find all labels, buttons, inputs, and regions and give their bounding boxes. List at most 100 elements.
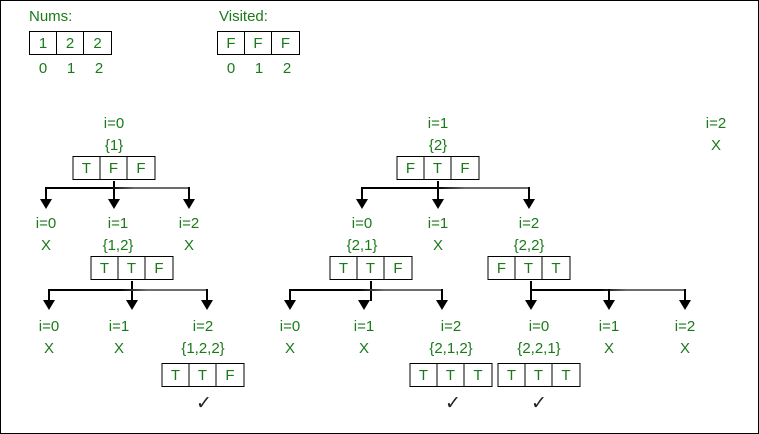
node-l_c2-set: X [183, 237, 195, 254]
node-root0-index: i=0 [103, 115, 125, 132]
connector-lc1-drop-0 [48, 289, 50, 302]
connector-root1-drop-2 [528, 187, 530, 201]
node-l_c0-index: i=0 [35, 215, 57, 232]
node-l_c0-set: X [40, 237, 52, 254]
arrowhead-root1-child0 [356, 199, 368, 209]
nums-index-row: 0 1 2 [29, 61, 113, 76]
connector-root1-bar [362, 187, 529, 189]
arrowhead-root0-child1 [108, 199, 120, 209]
connector-lc1-drop-2 [206, 289, 208, 302]
nums-array: 1 2 2 [29, 31, 112, 55]
node-l_g2-checkmark: ✓ [196, 393, 212, 414]
node-r_g0-flag-0: T [499, 364, 526, 386]
arrowhead-root1-child2 [523, 199, 535, 209]
visited-cell-1: F [245, 32, 272, 54]
node-m_c1-index: i=1 [427, 215, 449, 232]
arrowhead-lc1-child2 [201, 300, 213, 310]
node-l_g0-index: i=0 [38, 318, 60, 335]
nums-index-2: 2 [94, 60, 104, 77]
node-l_c1-flag-0: T [92, 257, 119, 279]
node-m_c0-flags: T T F [329, 256, 413, 280]
visited-index-2: 2 [282, 60, 292, 77]
node-r_g0-flag-1: T [526, 364, 553, 386]
visited-array: F F F [217, 31, 300, 55]
nums-cell-2: 2 [93, 34, 102, 52]
node-root1-index: i=1 [427, 115, 449, 132]
node-root1-flag-2: F [460, 159, 470, 177]
connector-mc0-bar [290, 289, 442, 291]
connector-mc0-stem [370, 281, 372, 301]
arrowhead-mc0-child1 [358, 300, 370, 310]
node-root0-flags: T F F [72, 156, 156, 180]
node-l_g2-flag-1: T [190, 364, 217, 386]
node-m_c2-index: i=2 [518, 215, 540, 232]
node-l_g1-index: i=1 [108, 318, 130, 335]
node-m_c0-flag-1: T [358, 257, 385, 279]
node-l_g2-index: i=2 [192, 318, 214, 335]
node-m_c0-flag-0: T [331, 257, 358, 279]
connector-root0-drop-2 [188, 187, 190, 201]
node-root1-set: {2} [428, 137, 448, 154]
node-m_c2-flags: F T T [487, 256, 571, 280]
nums-index-1: 1 [66, 60, 76, 77]
connector-mc0-drop-0 [289, 289, 291, 302]
node-root0-set: {1} [104, 137, 124, 154]
node-r_g0-checkmark: ✓ [531, 393, 547, 414]
node-m_c0-index: i=0 [351, 215, 373, 232]
node-l_c1-index: i=1 [107, 215, 129, 232]
visited-index-1: 1 [254, 60, 264, 77]
arrowhead-mc2-child2 [679, 300, 691, 310]
node-l_c1-flag-2: F [154, 259, 164, 277]
connector-root0-stem [113, 181, 115, 201]
arrowhead-mc2-child1 [603, 300, 615, 310]
node-l_g0-set: X [43, 340, 55, 357]
arrowhead-lc1-child1 [126, 300, 138, 310]
nums-index-0: 0 [38, 60, 48, 77]
node-r_g0-set: {2,2,1} [517, 340, 561, 357]
node-r_g1-index: i=1 [598, 318, 620, 335]
node-m_c2-flag-1: T [516, 257, 543, 279]
connector-mc2-drop-1 [608, 289, 610, 302]
node-m_c2-flag-2: T [551, 259, 561, 277]
node-r_g2-set: X [679, 340, 691, 357]
node-m_g1-index: i=1 [353, 318, 375, 335]
connector-lc1-stem [131, 281, 133, 301]
node-l_g2-flags: T T F [161, 363, 245, 387]
node-root0-flag-2: F [136, 159, 146, 177]
node-m_g2-flag-1: T [438, 364, 465, 386]
connector-root1-drop-0 [361, 187, 363, 201]
node-l_c2-index: i=2 [178, 215, 200, 232]
node-root0-flag-1: F [101, 157, 128, 179]
connector-root0-drop-0 [45, 187, 47, 201]
node-m_g0-index: i=0 [279, 318, 301, 335]
node-m_g2-flag-0: T [411, 364, 438, 386]
node-root2-index: i=2 [705, 115, 727, 132]
arrowhead-mc0-child0 [284, 300, 296, 310]
arrowhead-root1-child1 [432, 199, 444, 209]
node-m_c0-set: {2,1} [346, 237, 378, 254]
node-m_c2-set: {2,2} [513, 237, 545, 254]
connector-mc2-stem [530, 281, 532, 301]
node-root1-flag-0: F [398, 157, 425, 179]
arrowhead-root0-child2 [183, 199, 195, 209]
node-r_g0-index: i=0 [528, 318, 550, 335]
connector-root1-stem [437, 181, 439, 201]
connector-mc2-drop-2 [684, 289, 686, 302]
node-l_g2-flag-0: T [163, 364, 190, 386]
connector-mc0-drop-2 [441, 289, 443, 302]
node-l_g2-flag-2: F [225, 366, 235, 384]
node-m_g2-index: i=2 [440, 318, 462, 335]
arrowhead-lc1-child0 [43, 300, 55, 310]
visited-cell-0: F [218, 32, 245, 54]
node-l_g2-set: {1,2,2} [181, 340, 225, 357]
arrowhead-root0-child0 [40, 199, 52, 209]
node-m_g1-set: X [358, 340, 370, 357]
visited-cell-2: F [280, 34, 291, 52]
node-r_g2-index: i=2 [674, 318, 696, 335]
node-root1-flag-1: T [425, 157, 452, 179]
nums-title: Nums: [29, 8, 73, 25]
node-m_g2-set: {2,1,2} [429, 340, 473, 357]
node-l_c1-set: {1,2} [102, 237, 134, 254]
node-l_c1-flag-1: T [119, 257, 146, 279]
